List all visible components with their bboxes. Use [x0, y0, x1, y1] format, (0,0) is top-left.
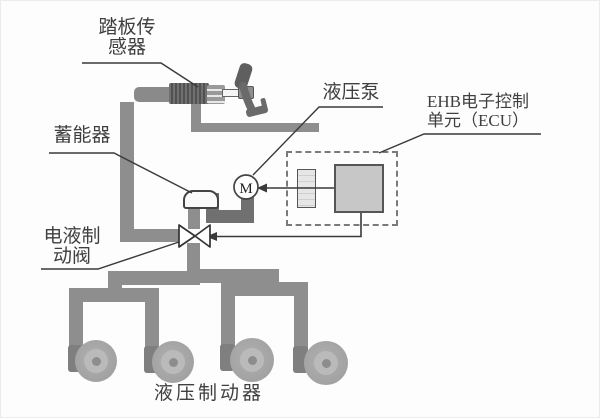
- pipe-right-manifold: [221, 282, 308, 296]
- label-brake-valve-line2: 动阀: [52, 246, 91, 267]
- pedal-sensor-body: [169, 83, 209, 104]
- pipe-sensor-line: [191, 123, 319, 132]
- brake-hub-4: [322, 359, 331, 368]
- pipe-sensor-riser: [191, 98, 201, 126]
- pushrod-clevis: [238, 86, 254, 99]
- label-pedal-sensor: 踏板传 感器: [89, 18, 165, 58]
- brake-pedal-foot-tip: [260, 98, 268, 110]
- pedal-sensor-bracket: [207, 85, 225, 104]
- master-cylinder-barrel: [134, 87, 174, 102]
- pump-pipe-right: [241, 196, 254, 223]
- pipe-wheel1-drop: [69, 288, 83, 354]
- wheel-brake-1: [75, 340, 117, 382]
- pipe-master-cylinder-down: [120, 102, 134, 242]
- label-ecu-line1: EHB电子控制: [427, 92, 529, 111]
- pipe-accumulator-to-valve: [188, 206, 200, 229]
- pipe-wheel2-drop: [145, 288, 159, 354]
- leader-ecu: [378, 133, 541, 154]
- arrowhead-to-motor: [257, 183, 267, 193]
- wheel-brake-4: [304, 341, 348, 385]
- label-ecu-line2: 单元（ECU）: [427, 111, 529, 130]
- motor-letter: M: [239, 181, 252, 197]
- pipe-left-manifold: [69, 288, 159, 302]
- label-pedal-sensor-line2: 感器: [107, 37, 146, 58]
- label-wheel-brakes: 液压制动器: [153, 383, 264, 404]
- ecu-module-block: [334, 164, 384, 213]
- brake-hub-1: [92, 357, 101, 366]
- label-brake-valve-line1: 电液制: [43, 226, 101, 247]
- label-ecu: EHB电子控制 单元（ECU）: [427, 92, 547, 130]
- label-brake-valve: 电液制 动阀: [41, 227, 103, 267]
- brake-pedal-foot: [245, 105, 269, 117]
- pipe-left-branch: [108, 271, 200, 285]
- brake-hub-3: [248, 356, 257, 365]
- wheel-brake-2: [152, 341, 194, 383]
- pipe-to-valve: [120, 229, 182, 242]
- label-pedal-sensor-line1: 踏板传: [98, 17, 156, 38]
- ecu-connector-block: [297, 169, 316, 208]
- arrowhead-to-valve: [206, 232, 217, 241]
- accumulator-shape: [183, 190, 219, 209]
- wheel-brake-3: [230, 338, 274, 382]
- pipe-right-branch: [187, 269, 279, 283]
- pipe-wheel3-drop: [221, 282, 235, 353]
- label-accumulator: 蓄能器: [53, 125, 111, 146]
- brake-hub-2: [169, 358, 178, 367]
- label-pump: 液压泵: [322, 82, 380, 103]
- pipe-wheel4-drop: [294, 282, 308, 353]
